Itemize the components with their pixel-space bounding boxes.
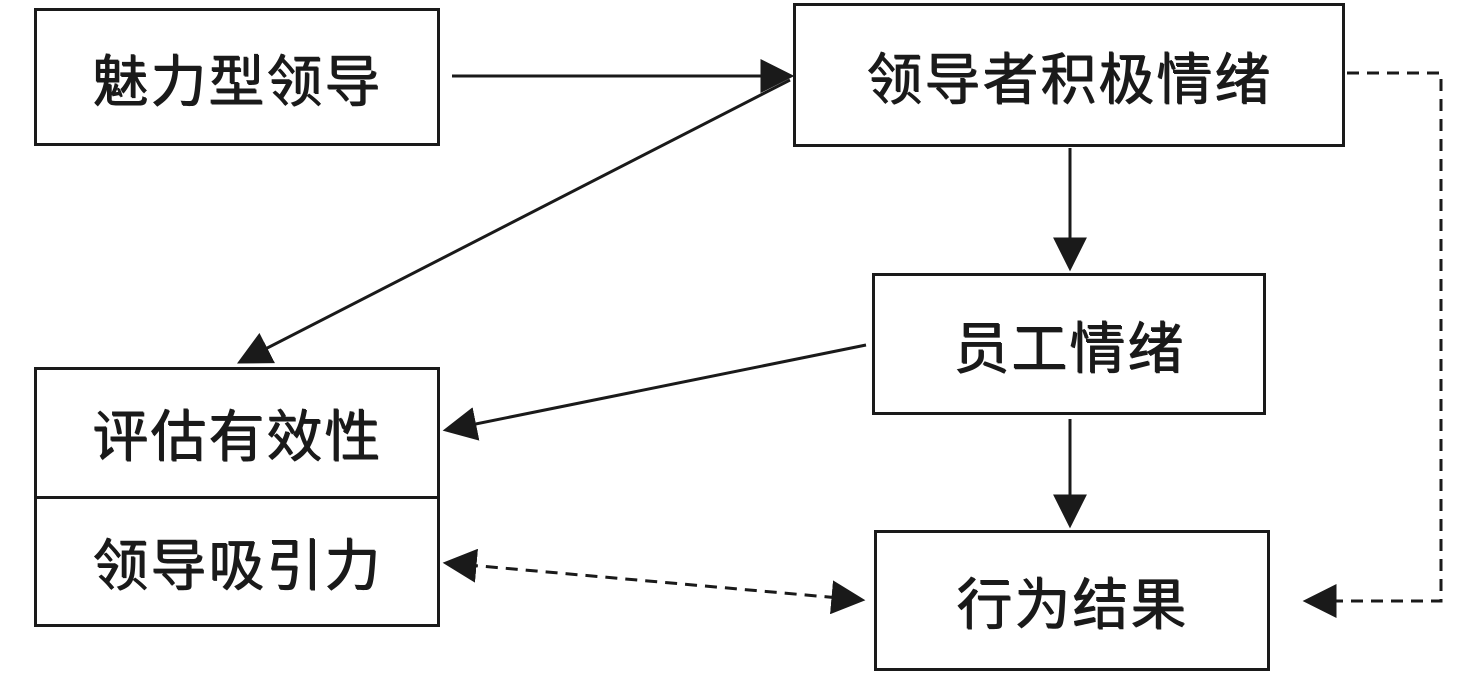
- edge-employee-emotion-to-effectiveness: [442, 343, 867, 441]
- node-leader-attractiveness-label: 领导吸引力: [92, 533, 382, 599]
- node-leader-positive-emotion-label: 领导者积极情绪: [866, 47, 1272, 113]
- node-employee-emotion: 员工情绪: [872, 273, 1266, 415]
- node-leader-positive-emotion: 领导者积极情绪: [793, 3, 1345, 147]
- node-charismatic-leadership: 魅力型领导: [34, 8, 440, 146]
- edge-leader-emotion-to-effectiveness: [236, 78, 791, 364]
- node-evaluation-group: 评估有效性 领导吸引力: [34, 367, 440, 627]
- node-leader-attractiveness: 领导吸引力: [37, 499, 437, 625]
- node-charismatic-leadership-label: 魅力型领导: [92, 49, 382, 115]
- node-behavioral-outcome: 行为结果: [874, 530, 1270, 671]
- node-behavioral-outcome-label: 行为结果: [956, 573, 1188, 638]
- node-evaluated-effectiveness-label: 评估有效性: [92, 405, 382, 471]
- edge-leader-emotion-to-outcome-dashed: [1302, 71, 1443, 618]
- edge-attractiveness-outcome-dashed: [442, 548, 866, 615]
- node-evaluated-effectiveness: 评估有效性: [37, 370, 437, 499]
- node-employee-emotion-label: 员工情绪: [953, 316, 1185, 382]
